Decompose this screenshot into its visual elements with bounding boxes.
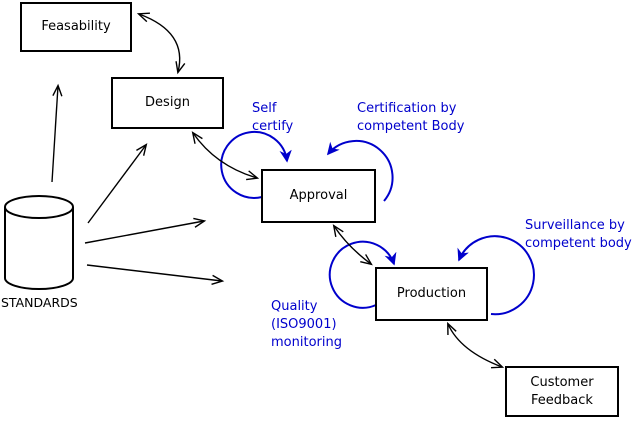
node-design-label: Design bbox=[145, 95, 190, 110]
flow-arrows bbox=[51, 12, 505, 369]
arrow-standards-design bbox=[87, 143, 148, 224]
node-approval-label: Approval bbox=[289, 188, 348, 203]
quality-monitoring-loop-arrow bbox=[328, 240, 394, 309]
annotation-certification-by-competent-body: Certification by competent Body bbox=[357, 101, 465, 134]
node-feasability: Feasability bbox=[20, 2, 132, 52]
certification-loop-arrow bbox=[328, 139, 394, 202]
node-customer-feedback-label: Customer Feedback bbox=[530, 374, 594, 408]
standards-cylinder bbox=[4, 195, 74, 290]
surveillance-loop-arrow bbox=[459, 235, 535, 316]
node-production-label: Production bbox=[396, 286, 467, 301]
annotation-quality-iso9001-monitoring: Quality (ISO9001) monitoring bbox=[271, 299, 342, 350]
node-feasability-label: Feasability bbox=[41, 19, 111, 34]
annotation-self-certify: Self certify bbox=[252, 101, 294, 134]
arrow-approval-production bbox=[332, 224, 373, 266]
arrow-feasability-design bbox=[136, 12, 186, 75]
node-production: Production bbox=[375, 267, 488, 321]
arrow-production-customer-feedback bbox=[447, 321, 505, 369]
standards-label: STANDARDS bbox=[1, 295, 78, 310]
arrow-design-approval bbox=[191, 131, 260, 181]
annotation-surveillance-by-competent-body: Surveillance by competent body bbox=[525, 218, 632, 251]
arrow-standards-feasability bbox=[51, 83, 63, 183]
arrow-standards-approval bbox=[84, 217, 207, 244]
arrow-standards-production bbox=[86, 264, 225, 285]
node-approval: Approval bbox=[261, 169, 376, 223]
node-design: Design bbox=[111, 77, 224, 129]
node-customer-feedback: Customer Feedback bbox=[505, 366, 619, 417]
